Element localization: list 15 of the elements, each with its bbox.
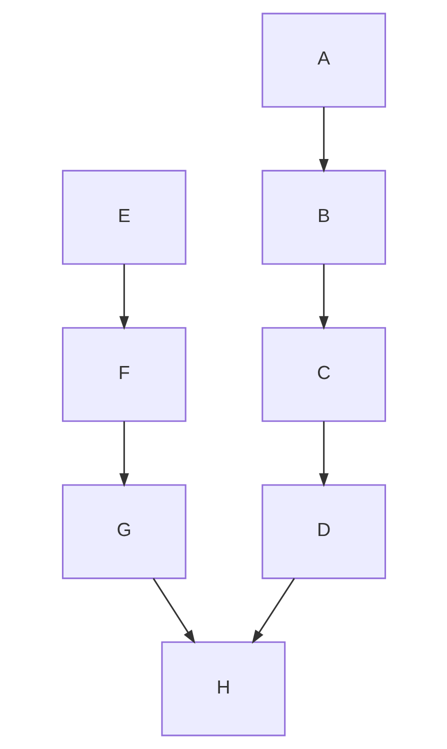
arrow: [251, 578, 294, 644]
arrow: [118, 264, 128, 330]
node-box: E: [61, 170, 186, 265]
node-box: F: [61, 327, 186, 422]
arrow: [118, 421, 128, 487]
arrow: [152, 578, 195, 644]
node-box: D: [261, 484, 386, 580]
arrow: [318, 107, 328, 173]
arrow: [318, 421, 328, 487]
node-box: C: [261, 327, 386, 422]
node-box: H: [160, 641, 286, 736]
node-box: A: [261, 12, 386, 108]
node-box: B: [261, 170, 386, 265]
node-box: G: [61, 484, 186, 580]
arrow: [318, 264, 328, 330]
